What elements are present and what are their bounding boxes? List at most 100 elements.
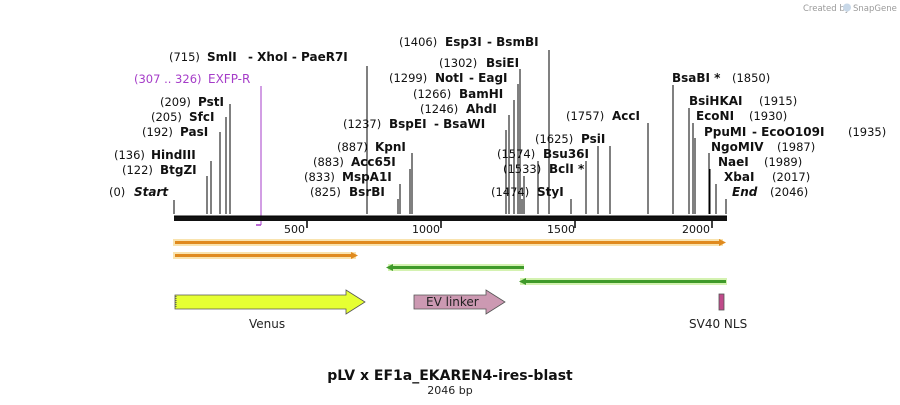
tick-2000: 2000 bbox=[682, 221, 713, 236]
sequence-bar bbox=[174, 216, 727, 221]
site-bspei[interactable]: (1237) BspEI - BsaWI bbox=[343, 117, 485, 131]
site-end-name: End bbox=[732, 185, 758, 199]
site-bsu36i-pos: (1574) bbox=[497, 147, 535, 161]
site-bsihkai[interactable]: BsiHKAI (1915) bbox=[689, 94, 797, 108]
site-econi-pos: (1930) bbox=[749, 109, 787, 123]
tick-label: 1500 bbox=[547, 223, 575, 236]
feature-ev-linker[interactable]: EV linker bbox=[413, 289, 506, 315]
site-bsu36i[interactable]: (1574) Bsu36I bbox=[497, 147, 589, 161]
site-kpni[interactable]: (887) KpnI bbox=[337, 140, 406, 154]
site-styi-name: StyI bbox=[537, 185, 564, 199]
site-styi-pos: (1474) bbox=[491, 185, 529, 199]
site-xbai[interactable]: XbaI (2017) bbox=[724, 170, 810, 184]
credit-text: Created by bbox=[803, 4, 850, 14]
feature-sv40-nls-box bbox=[718, 293, 725, 311]
site-kpni-pos: (887) bbox=[337, 140, 368, 154]
tick-label: 500 bbox=[284, 223, 305, 236]
site-bamhi[interactable]: (1266) BamHI bbox=[413, 87, 503, 101]
site-psti-name: PstI bbox=[198, 95, 224, 109]
site-bsrbi-name: BsrBI bbox=[349, 185, 385, 199]
orf-reverse-right[interactable] bbox=[519, 278, 727, 285]
site-psii[interactable]: (1625) PsiI bbox=[535, 132, 605, 146]
site-bsiei[interactable]: (1302) BsiEI bbox=[439, 56, 519, 70]
site-noti-pos: (1299) bbox=[389, 71, 427, 85]
site-smli[interactable]: (715) SmlI - XhoI - PaeR7I bbox=[169, 50, 348, 64]
site-ngomiv[interactable]: NgoMIV (1987) bbox=[711, 140, 815, 154]
site-psii-pos: (1625) bbox=[535, 132, 573, 146]
site-start[interactable]: (0) Start bbox=[109, 185, 169, 199]
primer-exfp-r[interactable]: (307 .. 326) EXFP-R bbox=[134, 72, 262, 226]
site-smli-pos: (715) bbox=[169, 50, 200, 64]
feature-venus[interactable]: Venus bbox=[174, 289, 366, 331]
feature-sv40-nls[interactable]: SV40 NLS bbox=[689, 293, 747, 331]
site-ppumi-name: PpuMI bbox=[704, 125, 746, 139]
site-bsihkai-name: BsiHKAI bbox=[689, 94, 743, 108]
site-btgzi[interactable]: (122) BtgZI bbox=[122, 163, 197, 177]
site-ppumi-pos: (1935) bbox=[848, 125, 886, 139]
orf-reverse-middle[interactable] bbox=[386, 264, 524, 271]
site-noti[interactable]: (1299) NotI - EagI bbox=[389, 71, 508, 85]
site-mspa1i[interactable]: (833) MspA1I bbox=[304, 170, 392, 184]
site-esp3i[interactable]: (1406) Esp3I - BsmBI bbox=[399, 35, 539, 49]
orf-arrowhead bbox=[519, 278, 526, 285]
site-bamhi-pos: (1266) bbox=[413, 87, 451, 101]
site-bcli[interactable]: (1533) BclI * bbox=[503, 162, 585, 176]
snapgene-logo-icon bbox=[843, 3, 851, 12]
site-hindiii[interactable]: (136) HindIII bbox=[114, 148, 196, 162]
tick-1000: 1000 bbox=[412, 221, 442, 236]
orf-arrowhead bbox=[719, 239, 726, 246]
feature-ev-linker-arrow bbox=[413, 289, 506, 315]
site-hindiii-pos: (136) bbox=[114, 148, 145, 162]
site-bsiei-pos: (1302) bbox=[439, 56, 477, 70]
feature-sv40-nls-label: SV40 NLS bbox=[689, 317, 747, 331]
site-bamhi-name: BamHI bbox=[459, 87, 503, 101]
site-mspa1i-pos: (833) bbox=[304, 170, 335, 184]
site-bspei-name: BspEI bbox=[389, 117, 427, 131]
site-psti[interactable]: (209) PstI bbox=[160, 95, 224, 109]
site-xbai-pos: (2017) bbox=[772, 170, 810, 184]
site-sfci-name: SfcI bbox=[189, 110, 214, 124]
site-ngomiv-pos: (1987) bbox=[777, 140, 815, 154]
site-end-pos: (2046) bbox=[770, 185, 808, 199]
site-econi[interactable]: EcoNI (1930) bbox=[696, 109, 787, 123]
site-bsrbi[interactable]: (825) BsrBI bbox=[310, 185, 385, 199]
site-btgzi-name: BtgZI bbox=[160, 163, 197, 177]
site-esp3i-name: Esp3I bbox=[445, 35, 482, 49]
site-start-pos: (0) bbox=[109, 185, 125, 199]
site-start-name: Start bbox=[134, 185, 169, 199]
site-sfci[interactable]: (205) SfcI bbox=[151, 110, 214, 124]
site-bspei-extra: - BsaWI bbox=[434, 117, 485, 131]
site-psii-name: PsiI bbox=[581, 132, 605, 146]
site-esp3i-extra: - BsmBI bbox=[487, 35, 539, 49]
site-naei[interactable]: NaeI (1989) bbox=[718, 155, 802, 169]
feature-ev-linker-label: EV linker bbox=[426, 295, 479, 309]
orf-full-length[interactable] bbox=[173, 239, 726, 246]
orf-arrowhead bbox=[386, 264, 393, 271]
site-btgzi-pos: (122) bbox=[122, 163, 153, 177]
site-kpni-name: KpnI bbox=[375, 140, 406, 154]
site-bsu36i-name: Bsu36I bbox=[543, 147, 589, 161]
site-bsabi[interactable]: BsaBI * (1850) bbox=[672, 71, 770, 85]
site-ppumi-extra: - EcoO109I bbox=[752, 125, 824, 139]
site-esp3i-pos: (1406) bbox=[399, 35, 437, 49]
site-acci[interactable]: (1757) AccI bbox=[566, 109, 640, 123]
site-ppumi[interactable]: PpuMI - EcoO109I (1935) bbox=[704, 125, 886, 139]
site-xbai-name: XbaI bbox=[724, 170, 754, 184]
site-bsabi-pos: (1850) bbox=[732, 71, 770, 85]
tick-1500: 1500 bbox=[547, 221, 576, 236]
site-pasi[interactable]: (192) PasI bbox=[142, 125, 208, 139]
site-styi[interactable]: (1474) StyI bbox=[491, 185, 564, 199]
credit-brand: SnapGene bbox=[853, 4, 897, 14]
orf-venus-region[interactable] bbox=[173, 252, 358, 259]
orf-tracks bbox=[173, 239, 727, 285]
primer-name: EXFP-R bbox=[208, 72, 250, 86]
site-acc65i[interactable]: (883) Acc65I bbox=[313, 155, 396, 169]
site-end[interactable]: End (2046) bbox=[732, 185, 808, 199]
site-lines bbox=[173, 50, 727, 214]
map-length: 2046 bp bbox=[427, 384, 472, 397]
site-ahdi[interactable]: (1246) AhdI bbox=[420, 102, 497, 116]
site-econi-name: EcoNI bbox=[696, 109, 734, 123]
site-bcli-name: BclI * bbox=[549, 162, 585, 176]
site-acc65i-name: Acc65I bbox=[351, 155, 396, 169]
site-ngomiv-name: NgoMIV bbox=[711, 140, 764, 154]
